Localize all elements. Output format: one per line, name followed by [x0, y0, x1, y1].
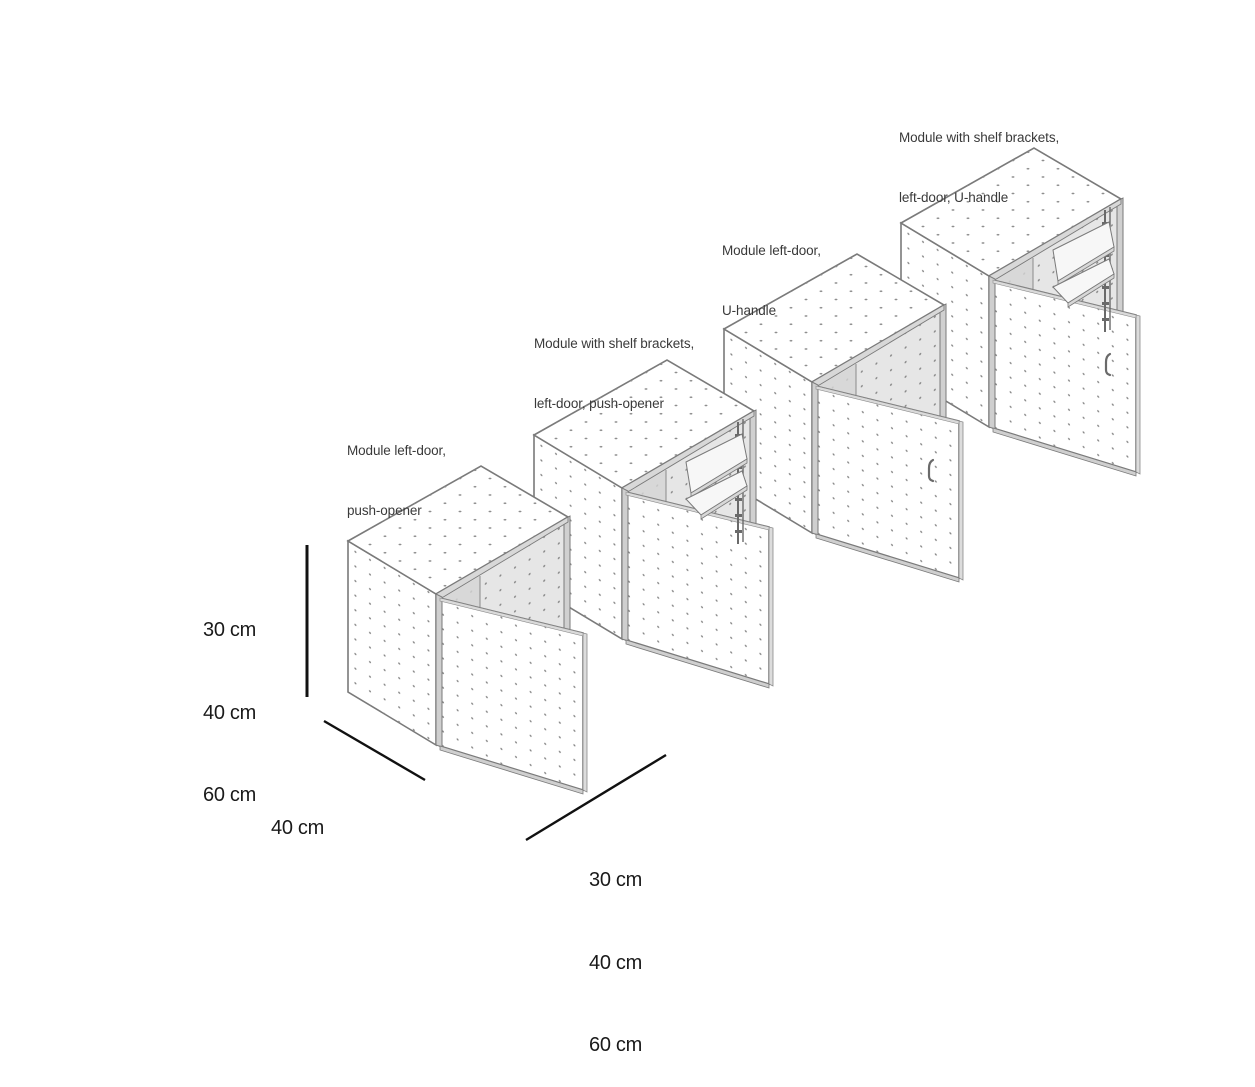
- width-option-60: 60 cm: [589, 1034, 642, 1056]
- module-2-label-line1: Module with shelf brackets,: [534, 336, 695, 351]
- module-2-label: Module with shelf brackets, left-door, p…: [534, 294, 694, 434]
- module-3-label: Module left-door, U-handle: [722, 201, 821, 341]
- depth-dimension-value: 40 cm: [271, 760, 324, 870]
- height-option-30: 30 cm: [203, 619, 256, 641]
- width-option-40: 40 cm: [589, 951, 642, 974]
- module-1-label: Module left-door, push-opener: [347, 401, 446, 541]
- module-1-label-line1: Module left-door,: [347, 443, 446, 458]
- module-4-label-line1: Module with shelf brackets,: [899, 130, 1060, 145]
- module-4-label: Module with shelf brackets, left-door, U…: [899, 88, 1059, 228]
- module-3-label-line1: Module left-door,: [722, 243, 821, 258]
- depth-dimension-line: [323, 719, 426, 782]
- height-option-60: 60 cm: [203, 784, 256, 806]
- module-illustration: [305, 147, 1141, 842]
- width-option-30: 30 cm: [589, 869, 642, 891]
- module-1-label-line2: push-opener: [347, 503, 422, 518]
- width-dimension-values: 30 cm 40 cm 60 cm: [589, 812, 642, 1087]
- module-3-label-line2: U-handle: [722, 303, 776, 318]
- height-dimension-values: 30 cm 40 cm 60 cm: [203, 562, 256, 837]
- module-2-label-line2: left-door, push-opener: [534, 396, 664, 411]
- module-4-label-line2: left-door, U-handle: [899, 190, 1009, 205]
- depth-value: 40 cm: [271, 817, 324, 839]
- width-dimension-line: [525, 753, 667, 842]
- height-option-40: 40 cm: [203, 701, 256, 724]
